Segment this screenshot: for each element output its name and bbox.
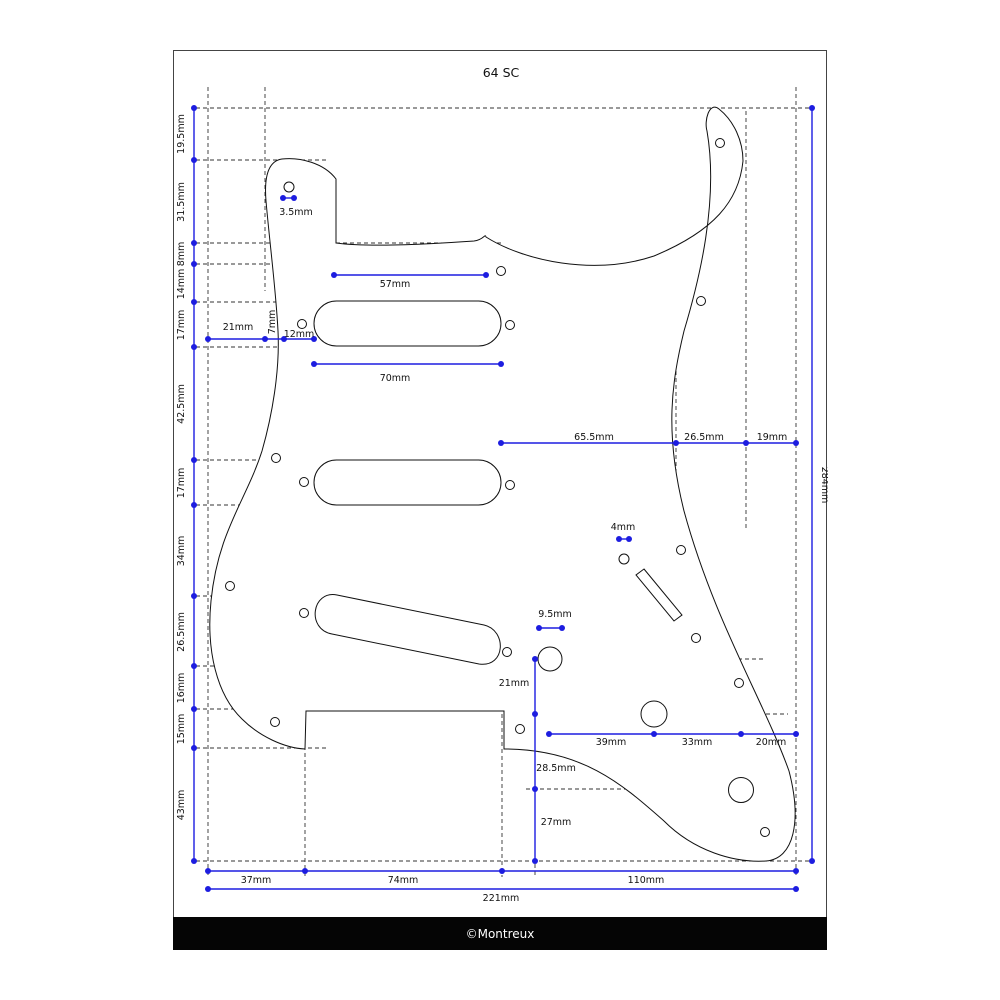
dim-label: 14mm [176, 269, 187, 300]
copyright-footer: ©Montreux [173, 917, 827, 950]
screw-hole [734, 678, 744, 688]
dim-label: 33mm [682, 737, 713, 748]
screw-hole [502, 647, 512, 657]
dim-label: 57mm [380, 279, 411, 290]
dim-label: 8mm [176, 242, 187, 267]
dim-label: 43mm [176, 790, 187, 821]
switch-screw-hole [618, 553, 630, 565]
dim-label: 4mm [611, 522, 636, 533]
screw-hole [515, 724, 525, 734]
dim-label: 16mm [176, 673, 187, 704]
dim-label: 12mm [284, 329, 315, 340]
dim-label: 31.5mm [176, 182, 187, 222]
dim-label: 70mm [380, 373, 411, 384]
screw-hole [696, 296, 706, 306]
screw-hole [283, 181, 295, 193]
dim-label: 65.5mm [574, 432, 614, 443]
dim-label: 21mm [223, 322, 254, 333]
dim-label: 37mm [241, 875, 272, 886]
screw-hole [691, 633, 701, 643]
dim-label: 20mm [756, 737, 787, 748]
screw-hole [299, 608, 309, 618]
screw-hole [270, 717, 280, 727]
dim-label: 17mm [176, 310, 187, 341]
dim-label: 19.5mm [176, 114, 187, 154]
screw-hole [496, 266, 506, 276]
screw-hole [271, 453, 281, 463]
switch-slot [635, 568, 683, 622]
interior-dimension-labels: 3.5mm 57mm 21mm 7mm 12mm 70mm 65.5mm 26.… [223, 207, 788, 828]
screw-holes [225, 138, 770, 837]
total-width-label: 221mm [483, 893, 520, 904]
pickguard-outline [209, 106, 796, 862]
screw-hole [505, 320, 515, 330]
screw-hole [715, 138, 725, 148]
screw-hole [297, 319, 307, 329]
dim-label: 110mm [628, 875, 665, 886]
screw-hole [299, 477, 309, 487]
dim-label: 9.5mm [538, 609, 572, 620]
dim-label: 7mm [267, 310, 278, 335]
total-height-label: 284mm [819, 467, 828, 504]
dim-label: 28.5mm [536, 763, 576, 774]
copyright-text: ©Montreux [465, 926, 535, 941]
dim-label: 21mm [499, 678, 530, 689]
tone-pot-hole [640, 700, 668, 728]
dim-label: 39mm [596, 737, 627, 748]
screw-hole [760, 827, 770, 837]
dim-label: 42.5mm [176, 384, 187, 424]
screw-hole [676, 545, 686, 555]
bridge-pickup-cavity [314, 594, 501, 665]
volume-pot-hole [537, 646, 563, 672]
drawing-title: 64 SC [483, 65, 520, 80]
drawing-sheet: 64 SC [173, 50, 828, 950]
pickups [313, 300, 502, 665]
neck-pickup-cavity [313, 300, 502, 347]
screw-hole [505, 480, 515, 490]
dimension-lines [193, 108, 813, 890]
dim-label: 26.5mm [684, 432, 724, 443]
middle-pickup-cavity [313, 459, 502, 506]
dim-label: 34mm [176, 536, 187, 567]
dim-label: 74mm [388, 875, 419, 886]
dim-label: 27mm [541, 817, 572, 828]
dim-label: 26.5mm [176, 612, 187, 652]
pickguard-diagram: 64 SC [176, 65, 828, 904]
dim-label: 3.5mm [279, 207, 313, 218]
dimension-dots [191, 105, 815, 892]
dim-label: 19mm [757, 432, 788, 443]
tone2-pot-hole [728, 777, 754, 803]
dim-label: 15mm [176, 714, 187, 745]
screw-hole [225, 581, 235, 591]
dim-label: 17mm [176, 468, 187, 499]
left-dimension-labels: 19.5mm 31.5mm 8mm 14mm 17mm 42.5mm 17mm … [176, 114, 187, 820]
bottom-dimension-labels: 37mm 74mm 110mm 221mm [241, 875, 665, 904]
